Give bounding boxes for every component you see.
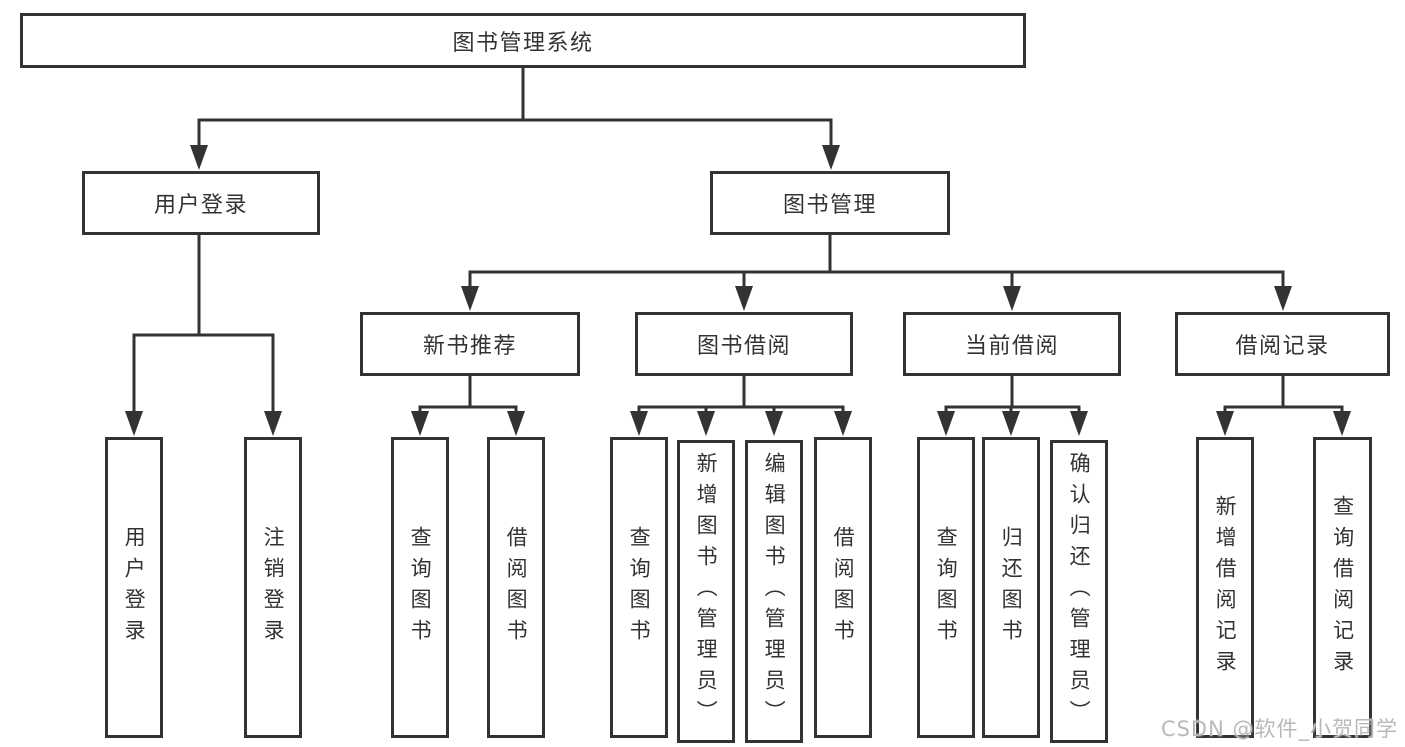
node-label: 借阅图书 — [831, 525, 856, 650]
node-root-library-system: 图书管理系统 — [20, 13, 1026, 68]
node-current-borrowing: 当前借阅 — [903, 312, 1121, 376]
leaf-query-books-borrowing: 查询图书 — [610, 437, 668, 738]
node-label: 用户登录 — [122, 525, 147, 650]
node-label: 新增图书（管理员） — [694, 452, 719, 731]
arrowhead-icon — [264, 411, 282, 436]
node-label: 借阅记录 — [1235, 334, 1330, 359]
leaf-borrow-books-recommend: 借阅图书 — [487, 437, 545, 738]
arrowhead-icon — [697, 411, 715, 436]
node-label: 查询借阅记录 — [1330, 494, 1355, 681]
arrowhead-icon — [190, 145, 208, 170]
node-label: 图书管理 — [782, 193, 877, 218]
arrowhead-icon — [125, 411, 143, 436]
arrowhead-icon — [1333, 411, 1351, 436]
node-label: 用户登录 — [153, 193, 248, 218]
node-label: 查询图书 — [934, 525, 959, 650]
arrowhead-icon — [822, 145, 840, 170]
node-label: 编辑图书（管理员） — [762, 452, 787, 731]
node-label: 图书管理系统 — [452, 30, 594, 56]
node-label: 注销登录 — [261, 525, 286, 650]
leaf-query-books-current: 查询图书 — [917, 437, 975, 738]
arrowhead-icon — [461, 286, 479, 311]
arrowhead-icon — [937, 411, 955, 436]
csdn-watermark: CSDN @软件_小贺同学 — [1160, 717, 1398, 741]
leaf-edit-book-admin: 编辑图书（管理员） — [745, 440, 803, 743]
node-label: 查询图书 — [408, 525, 433, 650]
leaf-return-books: 归还图书 — [982, 437, 1040, 738]
node-borrowing-records: 借阅记录 — [1175, 312, 1390, 376]
branch-borrowing-records — [1223, 376, 1344, 414]
arrowhead-icon — [630, 411, 648, 436]
branch-user-login — [132, 235, 275, 414]
node-user-login: 用户登录 — [82, 171, 320, 235]
node-label: 借阅图书 — [504, 525, 529, 650]
node-label: 新增借阅记录 — [1213, 494, 1238, 681]
arrowhead-icon — [1003, 286, 1021, 311]
arrowhead-icon — [765, 411, 783, 436]
leaf-confirm-return-admin: 确认归还（管理员） — [1050, 440, 1108, 743]
branch-root — [197, 68, 833, 148]
arrowhead-icon — [507, 411, 525, 436]
tree-branch-lines — [132, 68, 1344, 414]
arrowhead-icon — [1070, 411, 1088, 436]
leaf-user-login: 用户登录 — [105, 437, 163, 738]
branch-current-borrowing — [944, 376, 1081, 414]
node-label: 确认归还（管理员） — [1067, 452, 1092, 731]
leaf-add-book-admin: 新增图书（管理员） — [677, 440, 735, 743]
branch-book-management — [468, 235, 1285, 289]
node-book-borrowing: 图书借阅 — [635, 312, 853, 376]
node-new-book-recommend: 新书推荐 — [360, 312, 580, 376]
arrowhead-icon — [735, 286, 753, 311]
node-book-management: 图书管理 — [710, 171, 950, 235]
arrowhead-icon — [1274, 286, 1292, 311]
branch-book-borrowing — [637, 376, 845, 414]
arrowhead-icon — [1002, 411, 1020, 436]
arrowhead-icon — [411, 411, 429, 436]
leaf-query-borrow-record: 查询借阅记录 — [1313, 437, 1372, 738]
node-label: 图书借阅 — [696, 334, 791, 359]
leaf-add-borrow-record: 新增借阅记录 — [1196, 437, 1254, 738]
leaf-borrow-books-borrowing: 借阅图书 — [814, 437, 872, 738]
arrowhead-icon — [834, 411, 852, 436]
node-label: 当前借阅 — [964, 334, 1059, 359]
node-label: 查询图书 — [627, 525, 652, 650]
node-label: 新书推荐 — [422, 334, 517, 359]
arrowhead-icons — [125, 145, 1351, 436]
branch-new-book-recommend — [418, 376, 518, 414]
leaf-logout: 注销登录 — [244, 437, 302, 738]
node-label: 归还图书 — [999, 525, 1024, 650]
arrowhead-icon — [1216, 411, 1234, 436]
leaf-query-books-recommend: 查询图书 — [391, 437, 449, 738]
